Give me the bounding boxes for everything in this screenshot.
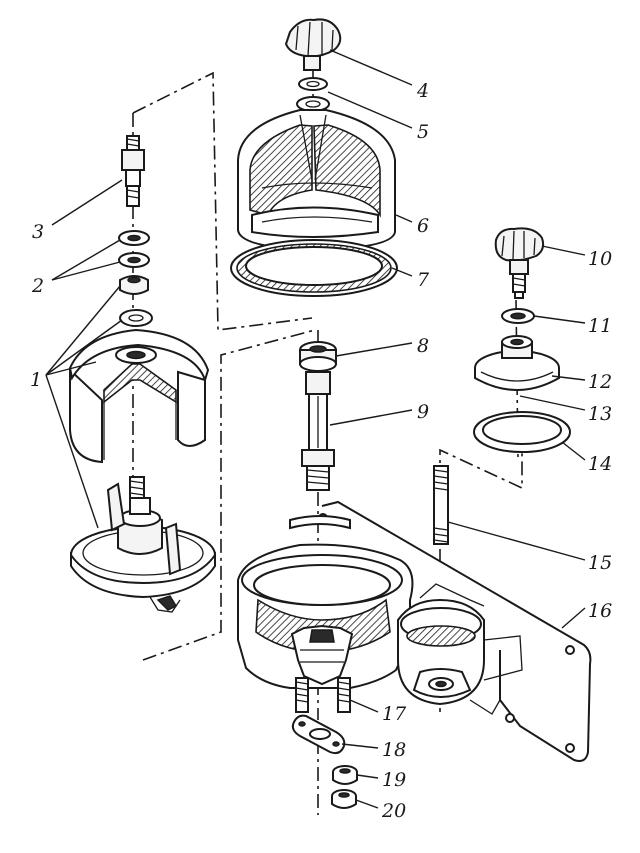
part-18-flange-gasket — [291, 714, 346, 755]
callout-5: 5 — [417, 121, 429, 143]
callout-6: 6 — [417, 215, 429, 237]
callout-1: 1 — [30, 369, 42, 391]
part-19-nut — [332, 765, 358, 785]
leader-lines — [45, 49, 586, 809]
callout-8: 8 — [417, 335, 429, 357]
part-2-washers — [118, 230, 150, 268]
callout-7: 7 — [417, 269, 430, 291]
callout-19: 19 — [382, 769, 406, 791]
part-16-filter-body — [237, 500, 592, 762]
callout-20: 20 — [381, 800, 406, 822]
callout-9: 9 — [417, 401, 429, 423]
part-6-bell-housing — [237, 109, 396, 252]
callout-labels: 3 2 1 4 5 6 7 8 9 10 11 12 13 14 15 16 1… — [30, 80, 612, 822]
callout-3: 3 — [32, 221, 44, 243]
callout-4: 4 — [416, 80, 429, 102]
callout-16: 16 — [588, 600, 612, 622]
callout-15: 15 — [588, 552, 612, 574]
part-4-top-knob — [284, 18, 342, 71]
callout-12: 12 — [588, 371, 612, 393]
part-1-nut-cup-assembly — [68, 275, 216, 613]
part-17-studs — [295, 677, 351, 713]
part-9-center-tube — [301, 371, 335, 491]
part-20-nut — [331, 789, 357, 809]
callout-13: 13 — [588, 403, 612, 425]
part-15-stud — [433, 465, 449, 545]
part-3-stud — [121, 135, 145, 207]
callout-17: 17 — [382, 703, 407, 725]
part-11-washer — [501, 308, 535, 324]
part-14-ring-gasket — [473, 411, 571, 453]
part-7-gasket — [230, 239, 398, 297]
part-8-nut — [299, 341, 337, 372]
callout-10: 10 — [588, 248, 612, 270]
callout-2: 2 — [31, 275, 44, 297]
callout-18: 18 — [382, 739, 406, 761]
part-10-small-knob — [494, 227, 545, 299]
callout-11: 11 — [588, 315, 612, 337]
part-12-cap — [474, 335, 560, 391]
callout-14: 14 — [588, 453, 612, 475]
